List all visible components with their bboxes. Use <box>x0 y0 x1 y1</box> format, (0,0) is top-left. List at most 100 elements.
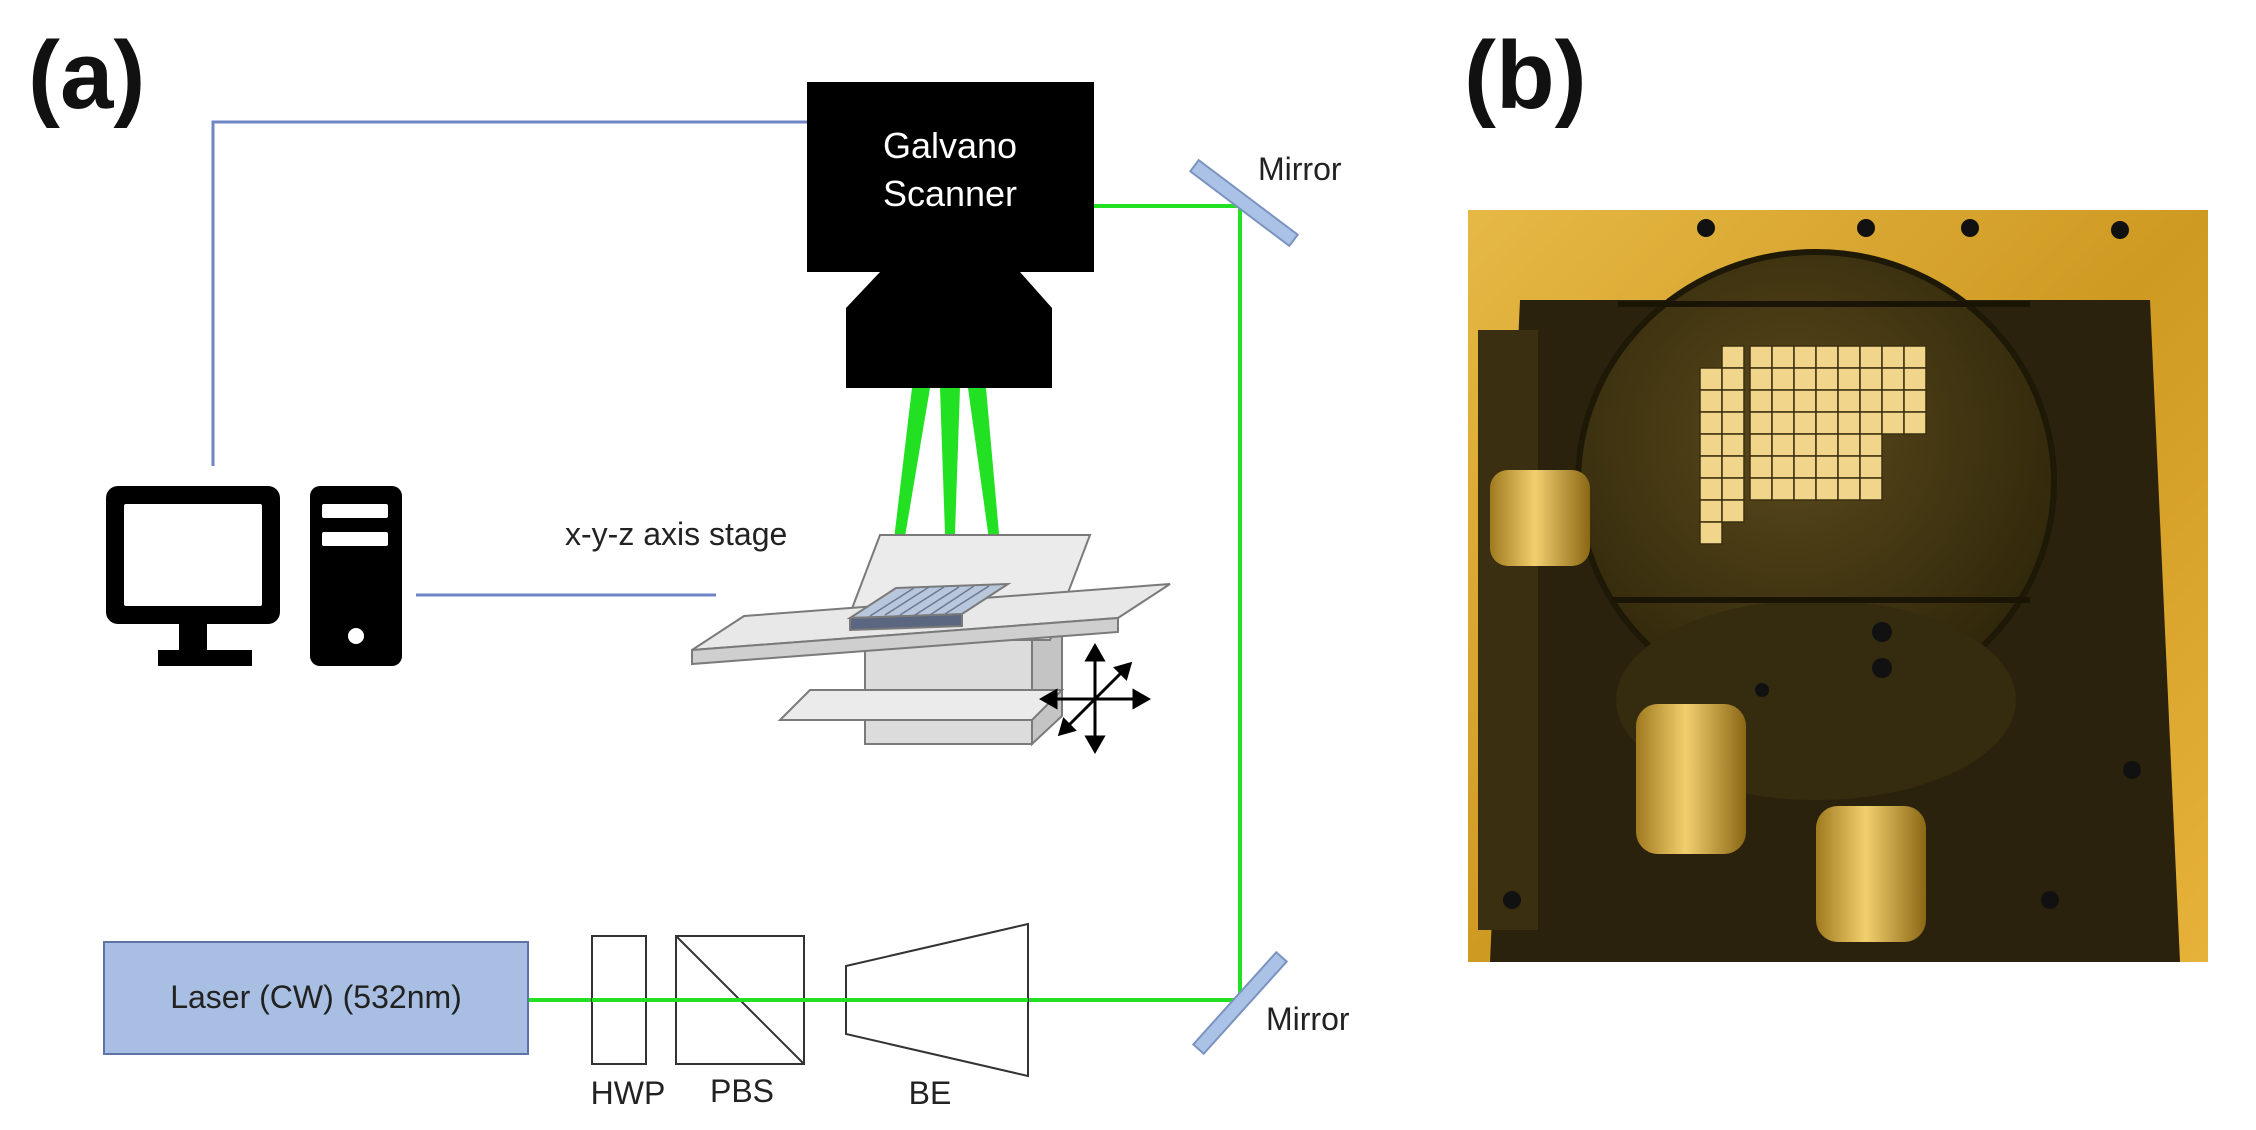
photo-grid-cell <box>1815 345 1839 369</box>
photo-grid-cell <box>1721 411 1745 435</box>
photo-grid-cell <box>1749 455 1773 479</box>
photo-grid-cell <box>1699 477 1723 501</box>
mirror-top-label: Mirror <box>1258 151 1342 187</box>
photo-grid-cell <box>1793 367 1817 391</box>
photo-grid-cell <box>1815 389 1839 413</box>
tower-slot-2 <box>322 532 388 546</box>
photo-grid-cell <box>1771 477 1795 501</box>
photo-grid-cell <box>1721 345 1745 369</box>
photo-grid-cell <box>1749 433 1773 457</box>
laser-box <box>103 941 529 1055</box>
photo-grid-cell <box>1699 499 1723 523</box>
photo-grid-cell <box>1859 367 1883 391</box>
photo-grid-cell <box>1837 345 1861 369</box>
sample-substrate-edge <box>849 612 963 632</box>
photo-grid-cell <box>1903 389 1927 413</box>
photo-knob-right <box>1816 806 1926 942</box>
photo-grid-cell <box>1721 455 1745 479</box>
monitor-neck <box>179 624 207 654</box>
photo-grid-cell <box>1749 477 1773 501</box>
photo-grid-cell <box>1771 389 1795 413</box>
photo-grid-cell <box>1881 345 1905 369</box>
photo-grid-cell <box>1721 367 1745 391</box>
photo-grid-cell <box>1859 455 1883 479</box>
scanner-lens <box>846 272 1052 388</box>
photo-grid-cell <box>1793 433 1817 457</box>
photo-grid-cell <box>1815 455 1839 479</box>
photo-grid-cell <box>1771 455 1795 479</box>
photo-grid-cell <box>1793 389 1817 413</box>
tower-power-button <box>348 628 364 644</box>
panel-label-a: (a) <box>28 22 145 129</box>
photo-grid-cell <box>1837 477 1861 501</box>
photo-grid-cell <box>1771 345 1795 369</box>
wire-computer-to-scanner <box>211 120 807 466</box>
galvano-scanner: Galvano Scanner <box>807 82 1094 388</box>
sample-lines <box>869 585 990 617</box>
mirror-bottom <box>1191 950 1289 1056</box>
monitor-stand <box>158 650 252 666</box>
pbs-label: PBS <box>710 1073 774 1109</box>
photo-grid-cell <box>1859 389 1883 413</box>
photo-grid-cell <box>1815 477 1839 501</box>
mirror-top <box>1188 158 1300 248</box>
be-label: BE <box>909 1075 952 1111</box>
photo-grid-cell <box>1859 477 1883 501</box>
laser-label: Laser (CW) (532nm) <box>170 979 462 1015</box>
photo-grid-cell <box>1699 521 1723 545</box>
photo-grid-cell <box>1793 411 1817 435</box>
photo-grid-cell <box>1699 389 1723 413</box>
hwp-label: HWP <box>591 1075 666 1111</box>
photo-grid-cell <box>1721 499 1745 523</box>
photo-grid-cell <box>1793 455 1817 479</box>
photo-grid-cell <box>1721 389 1745 413</box>
photo-sample-grid <box>1699 345 1927 545</box>
photo-grid-cell <box>1837 411 1861 435</box>
scanner-label-line1: Galvano <box>883 125 1017 166</box>
photo-grid-cell <box>1881 367 1905 391</box>
photo-grid-cell <box>1837 389 1861 413</box>
photo-grid-cell <box>1859 411 1883 435</box>
photo-grid-cell <box>1903 411 1927 435</box>
photo-grid-cell <box>1699 433 1723 457</box>
stage-top-plate-edge <box>691 616 1119 666</box>
photo-grid-cell <box>1771 411 1795 435</box>
photo-grid-cell <box>1859 345 1883 369</box>
photo-grid-cell <box>1837 455 1861 479</box>
photo-grid-cell <box>1837 433 1861 457</box>
photo-grid-cell <box>1699 411 1723 435</box>
tower-case <box>310 486 402 666</box>
photo-grid-cell <box>1749 389 1773 413</box>
photo-grid-cell <box>1837 367 1861 391</box>
photo-grid-cell <box>1815 367 1839 391</box>
photo-grid-cell <box>1903 367 1927 391</box>
photo-grid-cell <box>1859 433 1883 457</box>
photo-grid-cell <box>1749 345 1773 369</box>
photo-grid-cell <box>1881 389 1905 413</box>
xyz-stage <box>691 534 1171 747</box>
desktop-computer-icon <box>106 486 402 666</box>
photo-grid-cell <box>1903 345 1927 369</box>
photo-grid-cell <box>1721 477 1745 501</box>
monitor-screen <box>124 504 262 606</box>
panel-a: (a) Galvano Scanner <box>28 22 1350 1111</box>
control-wires <box>211 120 807 597</box>
setup-photo <box>1468 210 2208 962</box>
photo-grid-cell <box>1815 411 1839 435</box>
photo-grid-cell <box>1793 477 1817 501</box>
photo-grid-cell <box>1793 345 1817 369</box>
mirror-bottom-label: Mirror <box>1266 1001 1350 1037</box>
panel-b: (b) <box>1464 22 2208 962</box>
photo-grid-cell <box>1749 367 1773 391</box>
photo-knob-left <box>1490 470 1590 566</box>
photo-grid-cell <box>1699 367 1723 391</box>
photo-grid-cell <box>1749 411 1773 435</box>
focused-beam-center <box>940 388 960 592</box>
stage-lower-plate <box>777 689 1065 721</box>
photo-grid-cell <box>1815 433 1839 457</box>
scanner-label-line2: Scanner <box>883 173 1017 214</box>
photo-grid-cell <box>1771 367 1795 391</box>
photo-screws <box>1503 219 2141 909</box>
panel-label-b: (b) <box>1464 22 1587 129</box>
